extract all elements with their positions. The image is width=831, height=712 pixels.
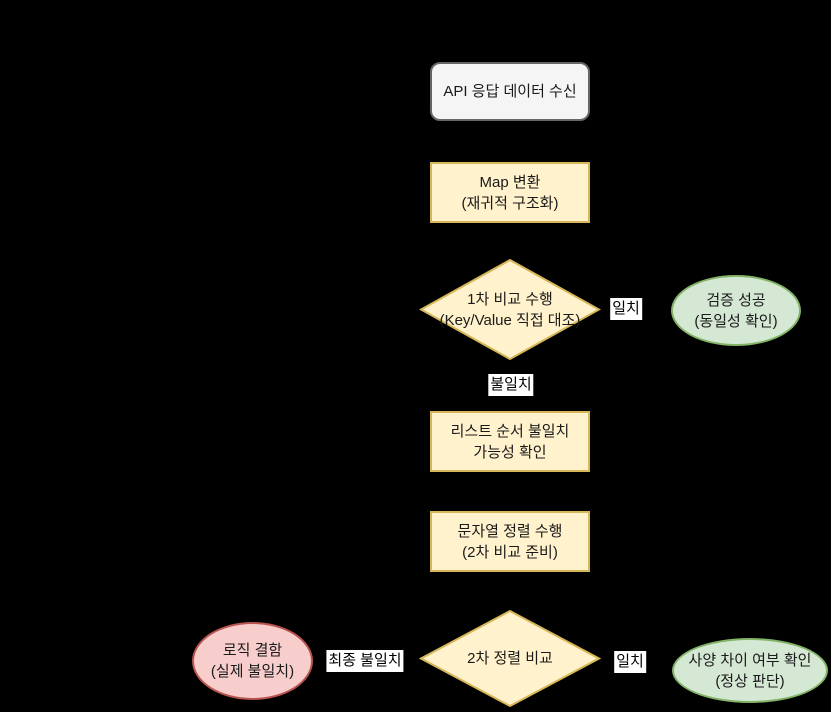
node-label-line: (정상 판단): [715, 672, 785, 690]
decision-label: 2차 정렬 비교: [419, 610, 601, 707]
node-label-line: 검증 성공: [706, 291, 766, 309]
decision-node-first-compare: 1차 비교 수행 (Key/Value 직접 대조): [419, 259, 601, 360]
node-label-line: API 응답 데이터 수신: [443, 83, 577, 100]
edge-label-final-mismatch: 최종 불일치: [326, 650, 404, 672]
decision-node-second-compare: 2차 정렬 비교: [419, 610, 601, 707]
decision-label: 1차 비교 수행 (Key/Value 직접 대조): [419, 259, 601, 360]
terminal-node-logic-defect: 로직 결함 (실제 불일치): [192, 622, 313, 700]
edge-label-first-match: 일치: [610, 298, 642, 320]
node-label-line: 1차 비교 수행: [467, 290, 553, 308]
edge-label-second-match: 일치: [614, 651, 646, 673]
node-label-line: (실제 불일치): [210, 663, 295, 680]
diamond-shape: [419, 259, 601, 360]
process-node-list-order-check: 리스트 순서 불일치 가능성 확인: [430, 411, 590, 472]
node-label-line: (동일성 확인): [694, 312, 778, 330]
edge-label-first-mismatch: 불일치: [488, 374, 534, 396]
node-label-line: 리스트 순서 불일치: [450, 422, 570, 440]
node-label-line: 문자열 정렬 수행: [457, 522, 563, 540]
node-label-line: 2차 정렬 비교: [467, 650, 553, 667]
node-label-line: 가능성 확인: [473, 443, 547, 461]
start-node-api-receive: API 응답 데이터 수신: [430, 62, 590, 121]
diamond-shape: [419, 610, 601, 707]
terminal-node-verify-success: 검증 성공 (동일성 확인): [671, 275, 801, 346]
node-label-line: Map 변환: [479, 173, 541, 191]
node-label-line: 사양 차이 여부 확인: [688, 651, 812, 669]
node-label-line: (재귀적 구조화): [461, 194, 559, 212]
terminal-node-spec-difference: 사양 차이 여부 확인 (정상 판단): [672, 638, 828, 703]
node-label-line: 로직 결함: [222, 642, 283, 659]
node-label-line: (Key/Value 직접 대조): [439, 311, 581, 329]
process-node-map-convert: Map 변환 (재귀적 구조화): [430, 162, 590, 223]
process-node-string-sort: 문자열 정렬 수행 (2차 비교 준비): [430, 511, 590, 572]
node-label-line: (2차 비교 준비): [462, 543, 558, 561]
